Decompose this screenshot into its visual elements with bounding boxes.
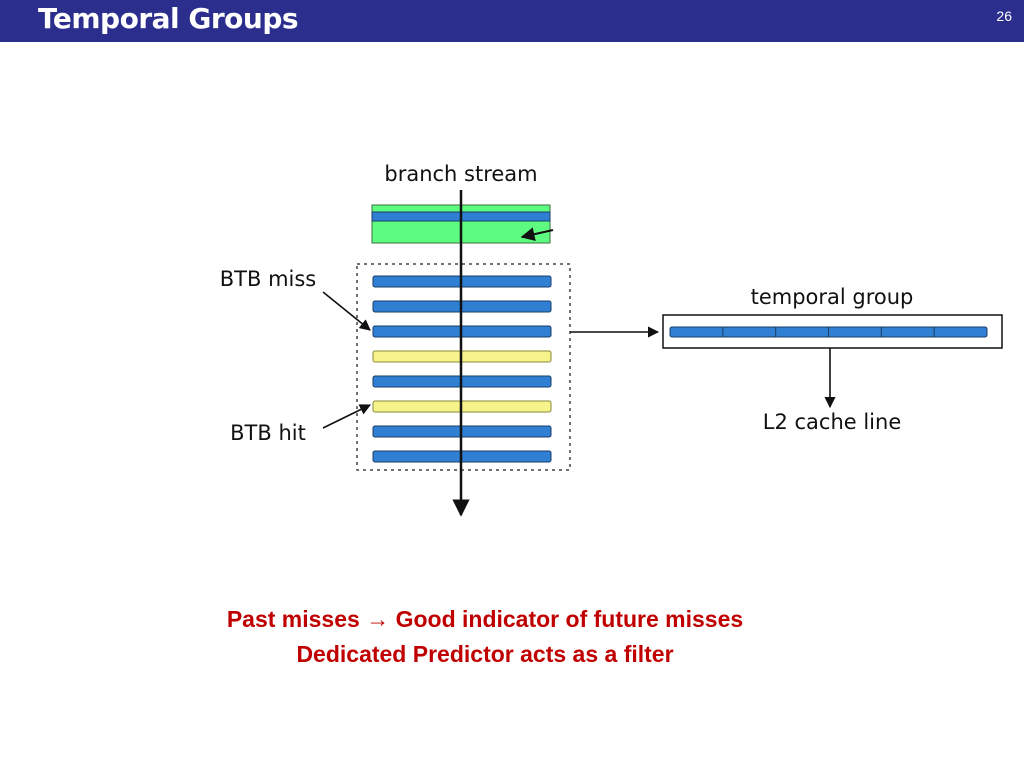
green-block-pointer-arrow [520,227,554,242]
temporal-group-label: temporal group [751,285,914,309]
l2-cache-line-label: L2 cache line [763,410,902,434]
btb-hit-pointer-arrow [322,404,372,429]
slide-number: 26 [996,8,1012,24]
title-bar: Temporal Groups 26 [0,0,1024,42]
btb-miss-pointer-arrow [322,291,371,331]
temporal-group-bar [669,326,988,338]
branch-stream-label: branch stream [384,162,537,186]
btb-window-dashed-box [356,263,571,471]
btb-miss-label: BTB miss [220,267,317,291]
btb-hit-label: BTB hit [230,421,306,445]
caption-line-1-part-1: Past misses [226,606,360,632]
caption-line-1-part-2: Good indicator of future misses [395,606,744,632]
caption-line-1: Past misses → Good indicator of future m… [0,606,970,633]
right-arrow-icon: → [366,606,390,632]
slide-title: Temporal Groups [38,2,299,35]
caption-line-2: Dedicated Predictor acts as a filter [296,641,674,667]
